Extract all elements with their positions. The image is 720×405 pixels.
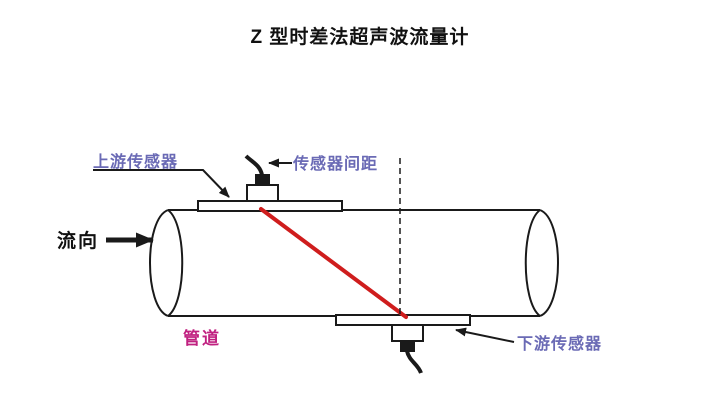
downstream-connector — [400, 340, 415, 352]
upstream-sensor-assembly — [197, 154, 343, 212]
upstream-sensor-plate — [197, 200, 343, 212]
upstream-sensor-label: 上游传感器 — [93, 154, 179, 171]
upstream-label-leader-arrow — [93, 169, 230, 198]
downstream-label-leader-arrow — [455, 327, 515, 343]
upstream-transducer — [246, 184, 279, 202]
upstream-cable — [244, 154, 264, 176]
pipe-label: 管道 — [183, 329, 221, 348]
diagram-title: Z 型时差法超声波流量计 — [250, 27, 470, 48]
ultrasonic-beam — [259, 207, 408, 319]
flow-direction-label: 流向 — [57, 231, 100, 252]
downstream-sensor-assembly — [335, 314, 471, 374]
pipe-right-cap — [539, 209, 559, 317]
downstream-transducer — [391, 324, 424, 342]
upstream-connector — [255, 174, 270, 186]
pipe-left-inner-cap — [167, 209, 184, 317]
pipe-left-cap — [149, 209, 169, 317]
pipe-right-inner-cap — [524, 209, 541, 317]
downstream-cable — [405, 350, 423, 374]
pipe-body — [149, 209, 559, 317]
downstream-sensor-label: 下游传感器 — [517, 336, 603, 353]
sensor-spacing-label: 传感器间距 — [293, 156, 379, 173]
